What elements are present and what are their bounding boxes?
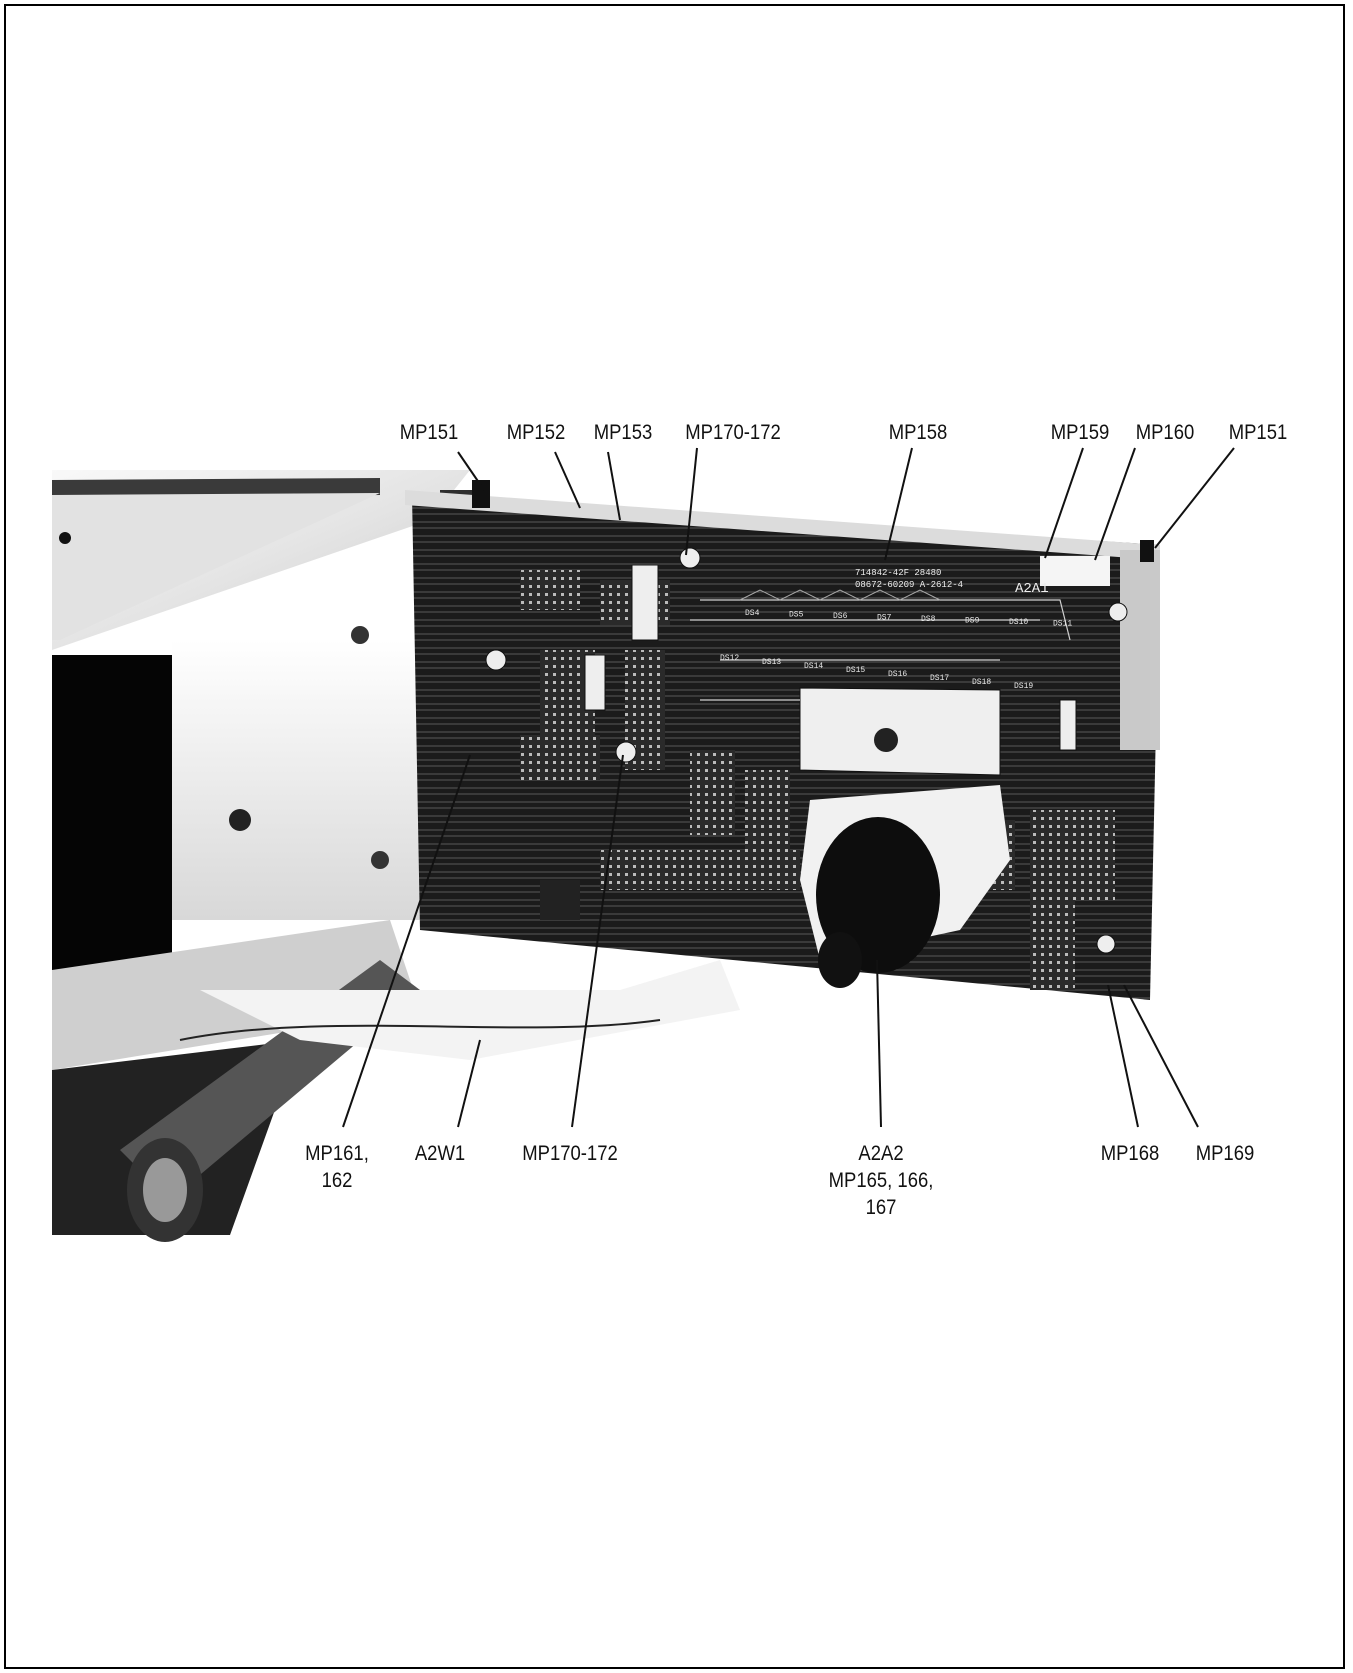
ds-label: DS18 [972,678,991,687]
pcb-a2a1: 714842-42F 28480 08672-60209 A-2612-4 A2… [405,480,1160,1000]
pcb-part-line2: 08672-60209 A-2612-4 [855,580,963,590]
callout-a2a2-line3: 167 [865,1196,897,1219]
callout-mp158: MP158 [888,421,948,444]
ds-label: DS9 [965,617,980,626]
callout-a2a2-line2: MP165, 166, [828,1169,934,1192]
callout-mp168: MP168 [1100,1142,1160,1165]
ds-label: DS5 [789,611,804,620]
callout-mp170-172-top: MP170-172 [685,421,781,444]
callout-mp151-left: MP151 [399,421,459,444]
callout-mp153: MP153 [593,421,653,444]
ds-label: DS17 [930,674,949,683]
ds-label: DS4 [745,609,760,618]
callout-a2a2-line1: A2A2 [858,1142,904,1165]
callout-mp161-162-line1: MP161, [305,1142,369,1165]
pcb-part-line1: 714842-42F 28480 [855,568,941,578]
ds-label: DS8 [921,615,936,624]
leader-lines [342,447,1235,1128]
ds-label: DS14 [804,662,823,671]
ds-label: DS11 [1053,620,1072,629]
pcb-id: A2A1 [1015,581,1049,597]
ds-label: DS12 [720,654,739,663]
callout-mp169: MP169 [1195,1142,1255,1165]
callout-mp161-162-line2: 162 [321,1169,353,1192]
ds-label: DS7 [877,614,892,623]
callout-mp151-right: MP151 [1228,421,1288,444]
callout-mp159: MP159 [1050,421,1110,444]
ds-label: DS13 [762,658,781,667]
ds-label: DS15 [846,666,865,675]
ds-label: DS16 [888,670,907,679]
callout-mp170-172-bottom: MP170-172 [522,1142,618,1165]
chassis [52,470,490,1242]
callout-mp152: MP152 [506,421,566,444]
ds-label: DS6 [833,612,848,621]
ds-label: DS10 [1009,618,1028,627]
callout-a2w1: A2W1 [414,1142,466,1165]
callout-mp160: MP160 [1135,421,1195,444]
ds-label: DS19 [1014,682,1033,691]
